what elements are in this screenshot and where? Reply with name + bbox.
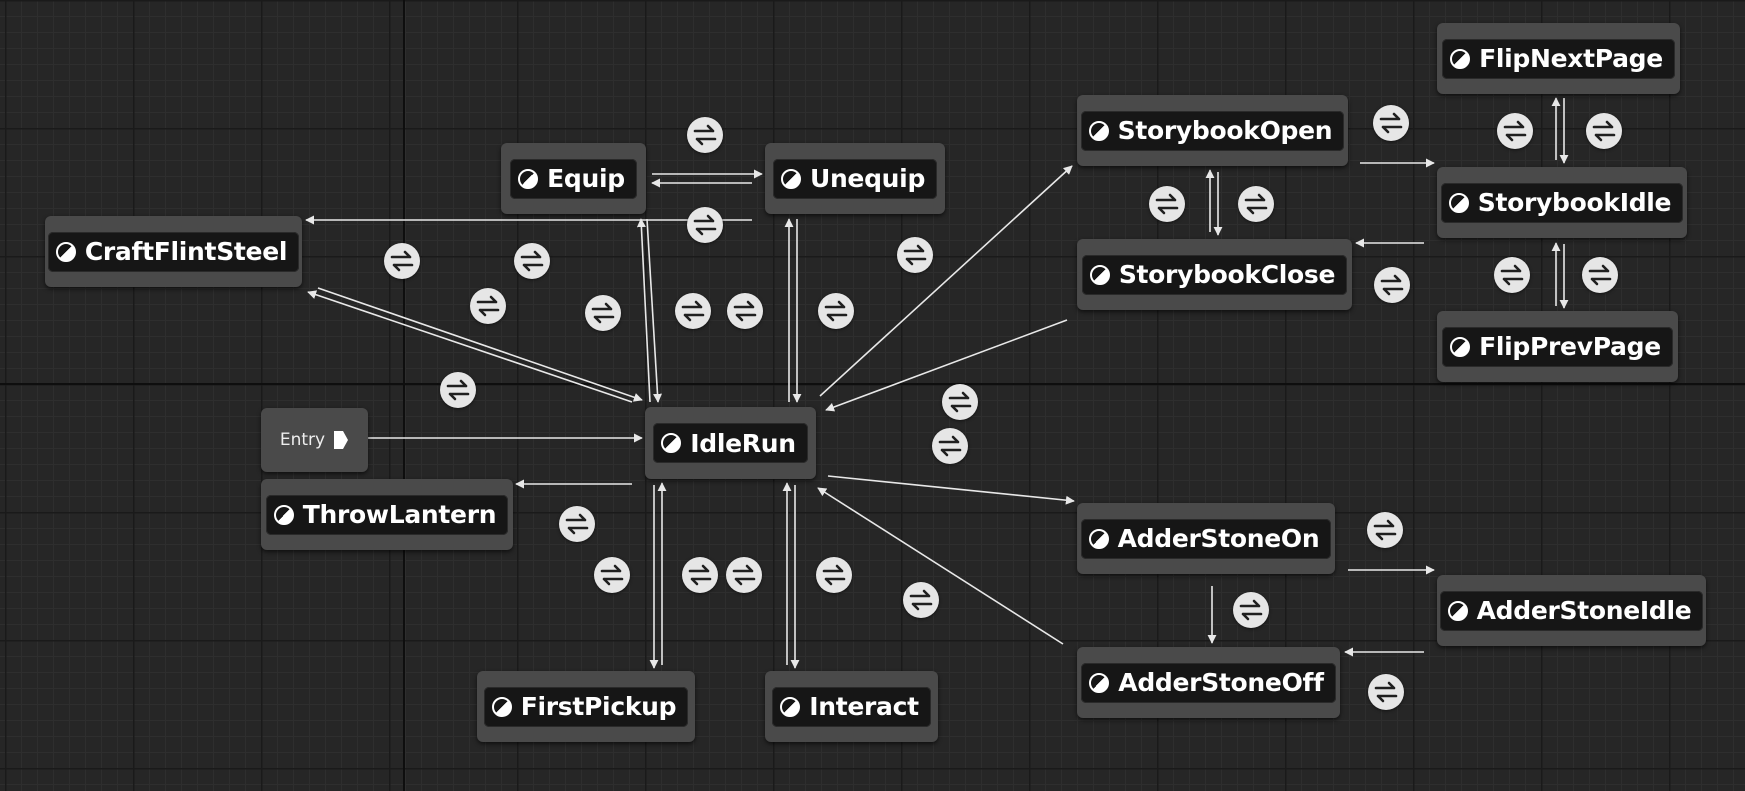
state-half-circle-icon bbox=[1450, 48, 1471, 69]
state-half-circle-icon bbox=[1089, 672, 1110, 693]
state-label: AdderStoneOn bbox=[1117, 524, 1320, 553]
state-label: FlipPrevPage bbox=[1479, 332, 1661, 361]
transition-rule-icon[interactable] bbox=[1238, 186, 1274, 222]
transition-rule-icon[interactable] bbox=[1149, 186, 1185, 222]
state-node-storybookidle[interactable]: StorybookIdle bbox=[1437, 167, 1687, 238]
state-node-interact[interactable]: Interact bbox=[765, 671, 938, 742]
state-label: StorybookIdle bbox=[1477, 188, 1672, 217]
entry-node[interactable]: Entry bbox=[261, 408, 368, 472]
transition-rule-icon[interactable] bbox=[1586, 113, 1622, 149]
state-label: ThrowLantern bbox=[302, 500, 497, 529]
transition-rule-icon[interactable] bbox=[1497, 113, 1533, 149]
transition-rule-icon[interactable] bbox=[1233, 592, 1269, 628]
grid-axis-horizontal bbox=[0, 383, 1745, 385]
state-half-circle-icon bbox=[273, 504, 294, 525]
transition-rule-icon[interactable] bbox=[818, 293, 854, 329]
transition-rule-icon[interactable] bbox=[687, 207, 723, 243]
state-node-storybookopen[interactable]: StorybookOpen bbox=[1077, 95, 1348, 166]
transition-rule-icon[interactable] bbox=[440, 372, 476, 408]
state-node-unequip[interactable]: Unequip bbox=[765, 143, 945, 214]
edge-idlerun-equip bbox=[636, 218, 651, 403]
state-half-circle-icon bbox=[1450, 336, 1471, 357]
transition-rule-icon[interactable] bbox=[559, 506, 595, 542]
state-label: CraftFlintSteel bbox=[84, 237, 288, 266]
state-half-circle-icon bbox=[55, 241, 76, 262]
state-label: Unequip bbox=[809, 164, 926, 193]
edge-equip-idlerun bbox=[646, 218, 663, 403]
transition-rule-icon[interactable] bbox=[384, 243, 420, 279]
state-node-adderstoneoff[interactable]: AdderStoneOff bbox=[1077, 647, 1340, 718]
transition-rule-icon[interactable] bbox=[1373, 105, 1409, 141]
state-node-adderstoneidle[interactable]: AdderStoneIdle bbox=[1437, 575, 1706, 646]
edge-adderoff-idlerun bbox=[817, 487, 1064, 645]
state-node-craftflintsteel[interactable]: CraftFlintSteel bbox=[45, 216, 302, 287]
state-half-circle-icon bbox=[491, 696, 512, 717]
transition-rule-icon[interactable] bbox=[675, 293, 711, 329]
state-label: FlipNextPage bbox=[1479, 44, 1663, 73]
state-node-storybookclose[interactable]: StorybookClose bbox=[1077, 239, 1352, 310]
transition-rule-icon[interactable] bbox=[726, 557, 762, 593]
grid-axis-vertical bbox=[403, 0, 405, 791]
transition-rule-icon[interactable] bbox=[816, 557, 852, 593]
state-label: Interact bbox=[809, 692, 919, 721]
state-label: Equip bbox=[547, 164, 625, 193]
transition-rule-icon[interactable] bbox=[897, 237, 933, 273]
state-label: IdleRun bbox=[690, 428, 796, 458]
state-half-circle-icon bbox=[1088, 528, 1109, 549]
state-half-circle-icon bbox=[1448, 192, 1469, 213]
state-half-circle-icon bbox=[1088, 120, 1109, 141]
state-node-flipprevpage[interactable]: FlipPrevPage bbox=[1437, 311, 1678, 382]
transition-rule-icon[interactable] bbox=[1367, 512, 1403, 548]
transition-rule-icon[interactable] bbox=[687, 117, 723, 153]
state-half-circle-icon bbox=[780, 696, 801, 717]
entry-label: Entry bbox=[279, 430, 326, 450]
state-node-throwlantern[interactable]: ThrowLantern bbox=[261, 479, 513, 550]
state-label: StorybookClose bbox=[1118, 260, 1336, 289]
state-label: AdderStoneIdle bbox=[1476, 596, 1692, 625]
entry-arrow-icon bbox=[334, 431, 349, 449]
transition-rule-icon[interactable] bbox=[727, 293, 763, 329]
transition-rule-icon[interactable] bbox=[932, 428, 968, 464]
state-half-circle-icon bbox=[518, 168, 539, 189]
state-half-circle-icon bbox=[661, 433, 682, 453]
state-node-idlerun[interactable]: IdleRun bbox=[645, 407, 816, 479]
state-half-circle-icon bbox=[1447, 600, 1468, 621]
transition-rule-icon[interactable] bbox=[1368, 674, 1404, 710]
transition-rule-icon[interactable] bbox=[1494, 257, 1530, 293]
state-label: FirstPickup bbox=[520, 692, 677, 721]
transition-rule-icon[interactable] bbox=[470, 288, 506, 324]
state-node-adderstoneon[interactable]: AdderStoneOn bbox=[1077, 503, 1335, 574]
transition-rule-icon[interactable] bbox=[942, 384, 978, 420]
state-node-flipnextpage[interactable]: FlipNextPage bbox=[1437, 23, 1680, 94]
transition-rule-icon[interactable] bbox=[1582, 257, 1618, 293]
transition-rule-icon[interactable] bbox=[682, 557, 718, 593]
state-node-equip[interactable]: Equip bbox=[501, 143, 646, 214]
transition-rule-icon[interactable] bbox=[594, 557, 630, 593]
state-label: StorybookOpen bbox=[1117, 116, 1333, 145]
transition-rule-icon[interactable] bbox=[1374, 267, 1410, 303]
state-half-circle-icon bbox=[1089, 264, 1110, 285]
transition-rule-icon[interactable] bbox=[903, 582, 939, 618]
transition-rule-icon[interactable] bbox=[514, 243, 550, 279]
edge-idlerun-adderon bbox=[827, 475, 1075, 505]
state-node-firstpickup[interactable]: FirstPickup bbox=[477, 671, 695, 742]
state-half-circle-icon bbox=[780, 168, 801, 189]
transition-rule-icon[interactable] bbox=[585, 295, 621, 331]
state-label: AdderStoneOff bbox=[1118, 668, 1324, 697]
